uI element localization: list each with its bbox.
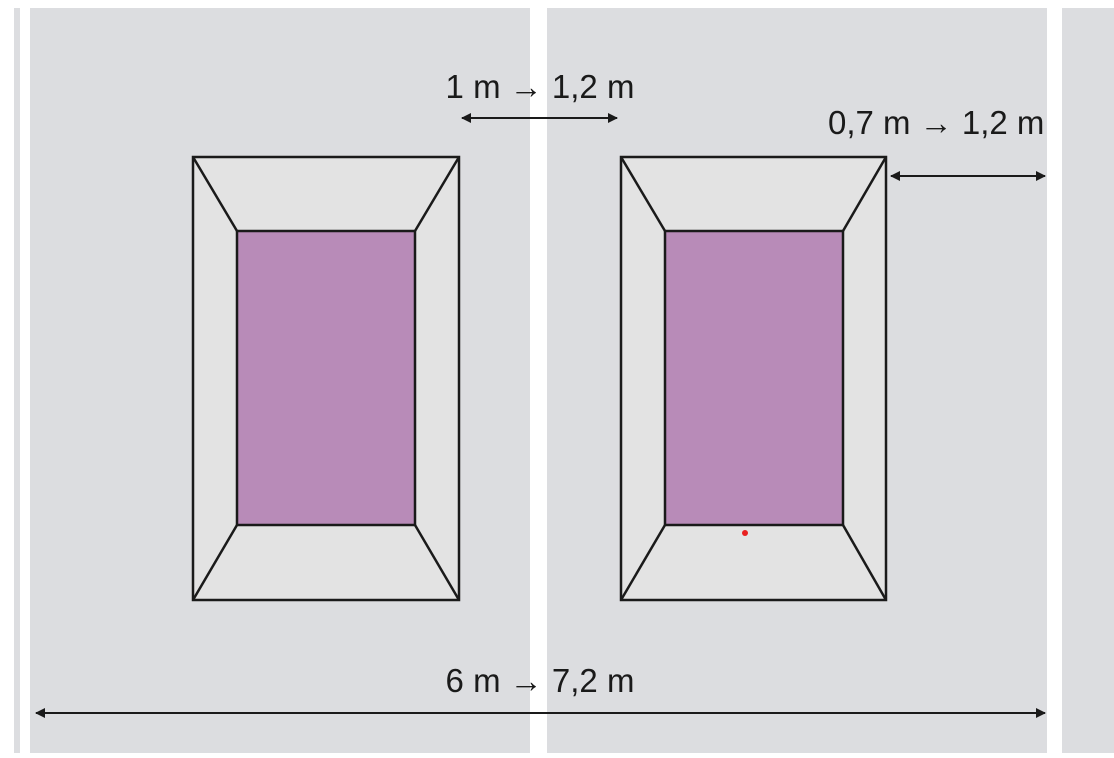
frame-right-inner — [663, 229, 845, 527]
separator-left-stripe — [14, 8, 20, 753]
separator-top — [0, 0, 1114, 8]
total-width-label: 6 m → 7,2 m — [446, 662, 635, 699]
frame-left — [191, 155, 461, 602]
separator-right — [1047, 0, 1062, 753]
gap-label: 1 m → 1,2 m — [446, 68, 635, 105]
lane-far-right — [1062, 0, 1114, 753]
frame-left-inner — [235, 229, 417, 527]
separator-middle — [530, 0, 547, 753]
frame-right — [619, 155, 888, 602]
edge-label: 0,7 m → 1,2 m — [828, 104, 1044, 141]
red-marker — [742, 530, 748, 536]
